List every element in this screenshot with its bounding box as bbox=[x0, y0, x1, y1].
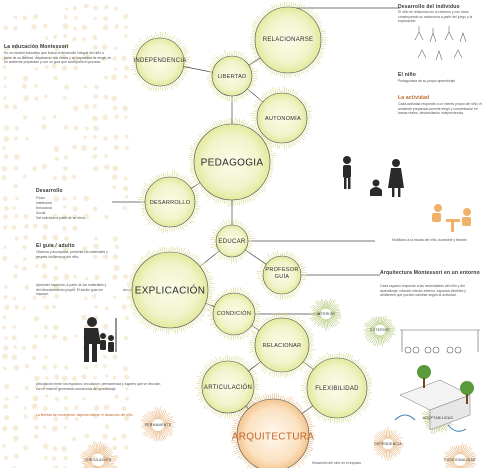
teacher-children-illustration bbox=[84, 317, 116, 362]
table-chairs-illustration bbox=[432, 204, 471, 232]
educacion-body: Es un modelo educativo que busca el desa… bbox=[4, 51, 112, 65]
concept-nodes bbox=[132, 7, 367, 468]
people-activity-illustration bbox=[415, 26, 466, 60]
node-arquitectura: ARQUITECTURA bbox=[232, 432, 315, 443]
arq-body: Cada espacio responde a las necesidades … bbox=[380, 284, 482, 298]
node-profesor-guia: PROFESOR GUÍA bbox=[265, 267, 299, 281]
satellite-exterior: EXTERIOR bbox=[370, 328, 390, 332]
node-relacionarse: RELACIONARSE bbox=[263, 37, 314, 43]
desarrollo-title: Desarrollo bbox=[36, 188, 63, 194]
actividad-body: Cada actividad responde a un interés pro… bbox=[398, 102, 482, 116]
nino-title: El niño bbox=[398, 72, 416, 78]
articulacion-body: Articulación entre los espacios: circula… bbox=[36, 382, 162, 391]
satellite-interior: INTERIOR bbox=[317, 312, 336, 316]
node-independencia: INDEPENDENCIA bbox=[133, 58, 186, 64]
node-educar: EDUCAR bbox=[218, 239, 245, 245]
explicacion-body: Aprender haciendo, a partir de los mater… bbox=[36, 283, 108, 297]
desarrollo-item-3: Emocional bbox=[36, 206, 52, 211]
desarrollo-item-1: Físico bbox=[36, 196, 45, 201]
node-autonomia: AUTONOMÍA bbox=[265, 116, 301, 122]
satellite-dependencia: DEPENDENCIA bbox=[374, 442, 402, 446]
trees-building-illustration bbox=[395, 365, 474, 431]
guia-title: El guía / adulto bbox=[36, 243, 75, 249]
mesa-body: Mobiliario a la escala del niño, accesib… bbox=[392, 238, 468, 243]
node-articulacion: ARTICULACIÓN bbox=[204, 385, 252, 391]
satellite-permanente: PERMANENTE bbox=[145, 423, 172, 427]
arq-title: Arquitectura Montessori en un entorno bbox=[380, 270, 484, 276]
bicycles-illustration bbox=[400, 330, 480, 353]
desarrollo-item-5: Del individuo a partir de su ritmo bbox=[36, 216, 106, 221]
guia-body: Observa y acompaña, presenta los materia… bbox=[36, 250, 112, 259]
libertad-body: La libertad de movimiento: aspecto vital… bbox=[36, 413, 136, 418]
satellite-halo-funcionalidad bbox=[443, 443, 476, 468]
node-libertad: LIBERTAD bbox=[218, 74, 247, 80]
node-explicacion: EXPLICACIÓN bbox=[135, 286, 206, 297]
node-condicion: CONDICIÓN bbox=[217, 311, 251, 317]
actividad-title: La actividad bbox=[398, 95, 429, 101]
node-flexibilidad: FLEXIBILIDAD bbox=[315, 386, 359, 392]
satellite-circulacion: CIRCULACION bbox=[85, 458, 112, 462]
node-desarrollo: DESARROLLO bbox=[150, 200, 191, 206]
satellite-adaptabilidad: ADAPTABILIDAD bbox=[423, 416, 453, 420]
satellite-halo-circulacion bbox=[80, 442, 116, 468]
satellite-funcionalidad: FUNCIONALIDAD bbox=[444, 458, 476, 462]
background-dots bbox=[2, 4, 130, 468]
educacion-title: La educación Montessori bbox=[4, 44, 69, 50]
node-pedagogia: PEDAGOGIA bbox=[201, 158, 264, 169]
node-relacionar: RELACIONAR bbox=[263, 343, 302, 349]
bottom-caption: Desarrollo del niño en el espacio bbox=[312, 461, 361, 466]
desarrollo-item-2: Intelectual bbox=[36, 201, 51, 206]
desarrollo-item-4: Social bbox=[36, 211, 45, 216]
top-right-body: El niño se relaciona con su entorno y co… bbox=[398, 10, 484, 24]
children-reading-illustration bbox=[343, 156, 404, 197]
nino-body: Protagonista de su propio aprendizaje bbox=[398, 79, 478, 84]
